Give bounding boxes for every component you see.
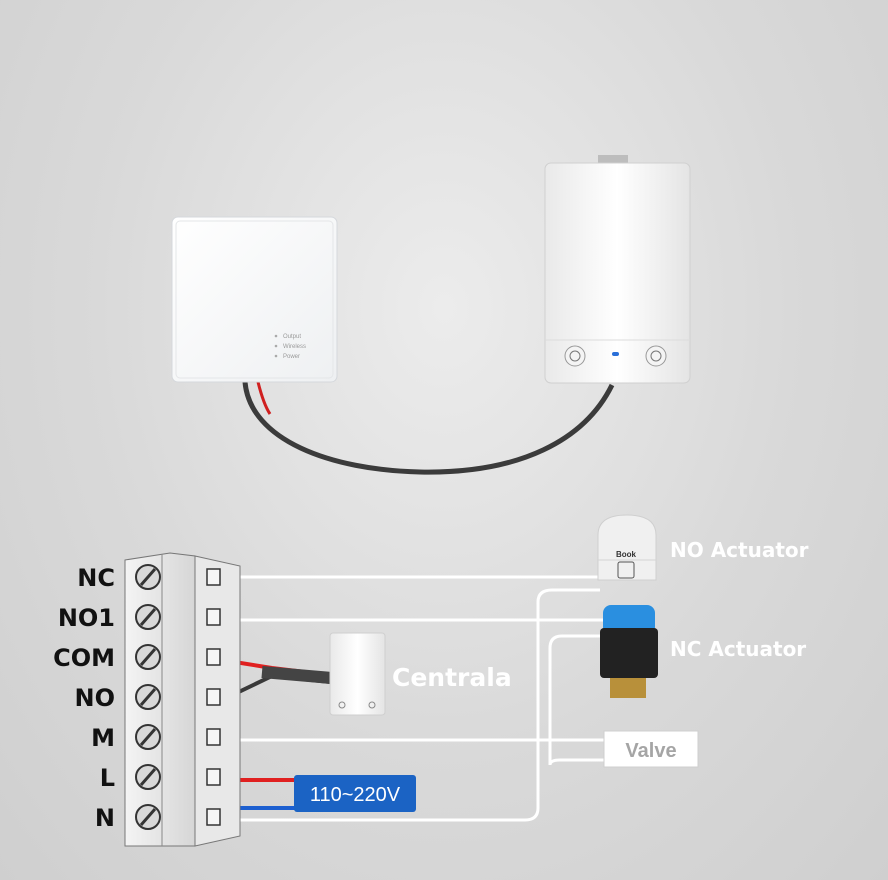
terminal-label: NC [77, 564, 115, 592]
boiler-cable [261, 666, 333, 684]
boiler-image [544, 155, 691, 384]
valve-box [603, 730, 699, 768]
nc-actuator-label: NC Actuator [670, 637, 806, 661]
indicator-power: Power [283, 354, 300, 360]
no-actuator-label: NO Actuator [670, 538, 809, 562]
terminal-socket [206, 608, 221, 626]
white-wires [222, 575, 605, 822]
voltage-label: 110~220V [310, 784, 401, 806]
terminal-n: N [95, 804, 221, 832]
terminal-socket [206, 808, 221, 826]
nc-actuator-image [600, 605, 658, 698]
terminal-m: M [91, 724, 221, 752]
actuator-brand: Book [616, 550, 637, 559]
indicator-wireless: Wireless [283, 344, 306, 350]
terminal-socket [206, 728, 221, 746]
terminal-socket [206, 648, 221, 666]
terminal-socket [206, 688, 221, 706]
terminal-label: COM [53, 644, 115, 672]
terminal-label: L [100, 764, 115, 792]
terminal-label: N [95, 804, 115, 832]
terminal-label: NO [75, 684, 116, 712]
terminal-socket [206, 768, 221, 786]
terminal-nc: NC [77, 564, 221, 592]
terminal-socket [206, 568, 221, 586]
terminal-l: L [100, 764, 221, 792]
thermostat-red-wire [256, 381, 272, 415]
terminal-com: COM [53, 644, 221, 672]
terminal-label: M [91, 724, 115, 752]
indicator-output: Output [283, 334, 301, 340]
thermostat-receiver: Output Wireless Power [171, 216, 338, 383]
terminal-no1: NO1 [58, 604, 221, 632]
terminal-label: NO1 [58, 604, 115, 632]
thermostat-cable [242, 381, 615, 475]
terminal-no: NO [75, 684, 221, 712]
valve-label: Valve [625, 740, 676, 762]
no-actuator-image: Book [597, 514, 657, 581]
centrala-boiler-image [329, 632, 386, 716]
centrala-label: Centrala [392, 663, 512, 692]
voltage-badge [294, 775, 416, 812]
